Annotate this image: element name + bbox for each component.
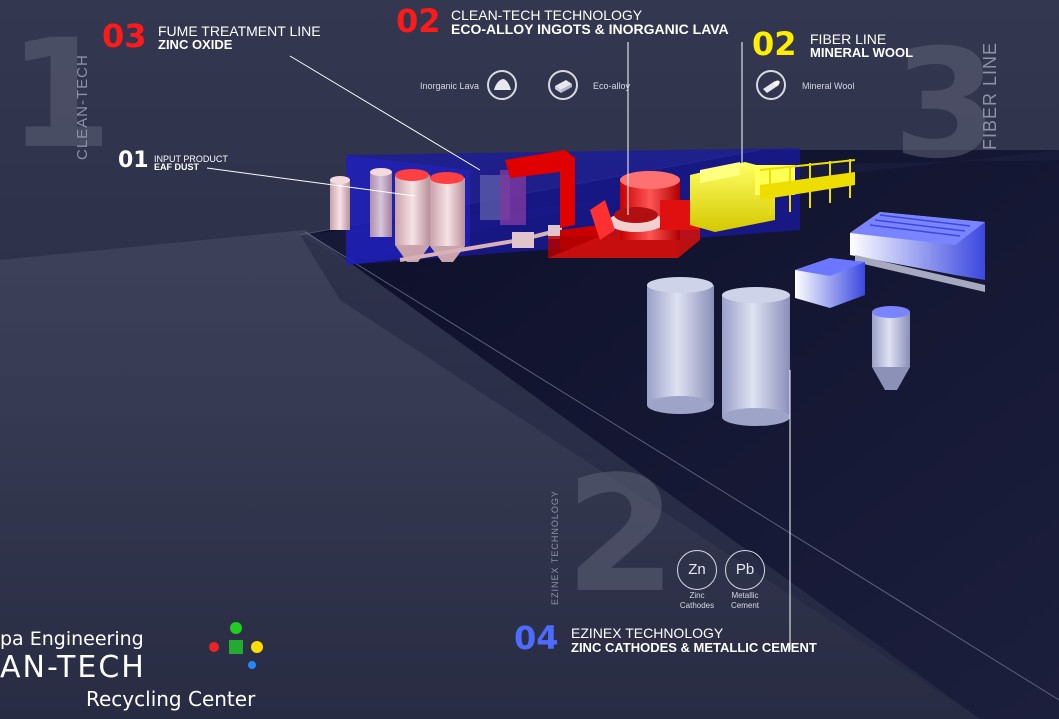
callout-subtitle-input: EAF DUST [154, 160, 199, 174]
logo-dots-icon [200, 620, 270, 670]
callout-subtitle-fume: ZINC OXIDE [158, 38, 232, 52]
ingot-icon [548, 70, 578, 100]
company-logo: pa Engineering AN-TECH Recycling Center [0, 620, 280, 719]
section-label-1: CLEAN-TECH [74, 54, 91, 160]
callout-title-fiber: FIBER LINE [810, 32, 886, 46]
logo-line-subtitle: Recycling Center [86, 687, 255, 711]
zinc-caption-line1: Zinc [673, 591, 721, 601]
callout-title-cleantech: CLEAN-TECH TECHNOLOGY [451, 8, 642, 22]
section-number-2: 2 [565, 455, 676, 615]
wool-roll-icon [756, 70, 786, 100]
lava-mound-icon [487, 70, 517, 100]
lead-symbol: Pb [727, 561, 763, 578]
callout-number-input: 01 [118, 150, 149, 172]
logo-line-engineering: pa Engineering [0, 628, 144, 650]
section-number-1: 1 [8, 20, 112, 170]
zinc-caption-line2: Cathodes [673, 601, 721, 611]
zinc-symbol: Zn [679, 561, 715, 578]
product-label-wool: Mineral Wool [802, 81, 854, 91]
callout-subtitle-cleantech: ECO-ALLOY INGOTS & INORGANIC LAVA [451, 22, 729, 36]
callout-number-fume: 03 [102, 20, 147, 52]
lead-caption: Metallic Cement [721, 591, 769, 611]
section-label-3: FIBER LINE [980, 42, 1001, 150]
product-label-ecoalloy: Eco-alloy [593, 81, 630, 91]
section-label-2: EZINEX TECHNOLOGY [550, 490, 560, 605]
callout-number-fiber: 02 [752, 28, 797, 60]
callout-subtitle-fiber: MINERAL WOOL [810, 46, 913, 60]
lead-caption-line2: Cement [721, 601, 769, 611]
logo-line-brand: AN-TECH [0, 650, 146, 685]
callout-title-ezinex: EZINEX TECHNOLOGY [571, 626, 723, 640]
product-label-lava: Inorganic Lava [420, 81, 479, 91]
zinc-caption: Zinc Cathodes [673, 591, 721, 611]
callout-number-ezinex: 04 [514, 622, 559, 654]
callout-subtitle-ezinex: ZINC CATHODES & METALLIC CEMENT [571, 641, 817, 655]
callout-number-cleantech: 02 [396, 5, 441, 37]
lead-caption-line1: Metallic [721, 591, 769, 601]
callout-title-fume: FUME TREATMENT LINE [158, 24, 321, 38]
